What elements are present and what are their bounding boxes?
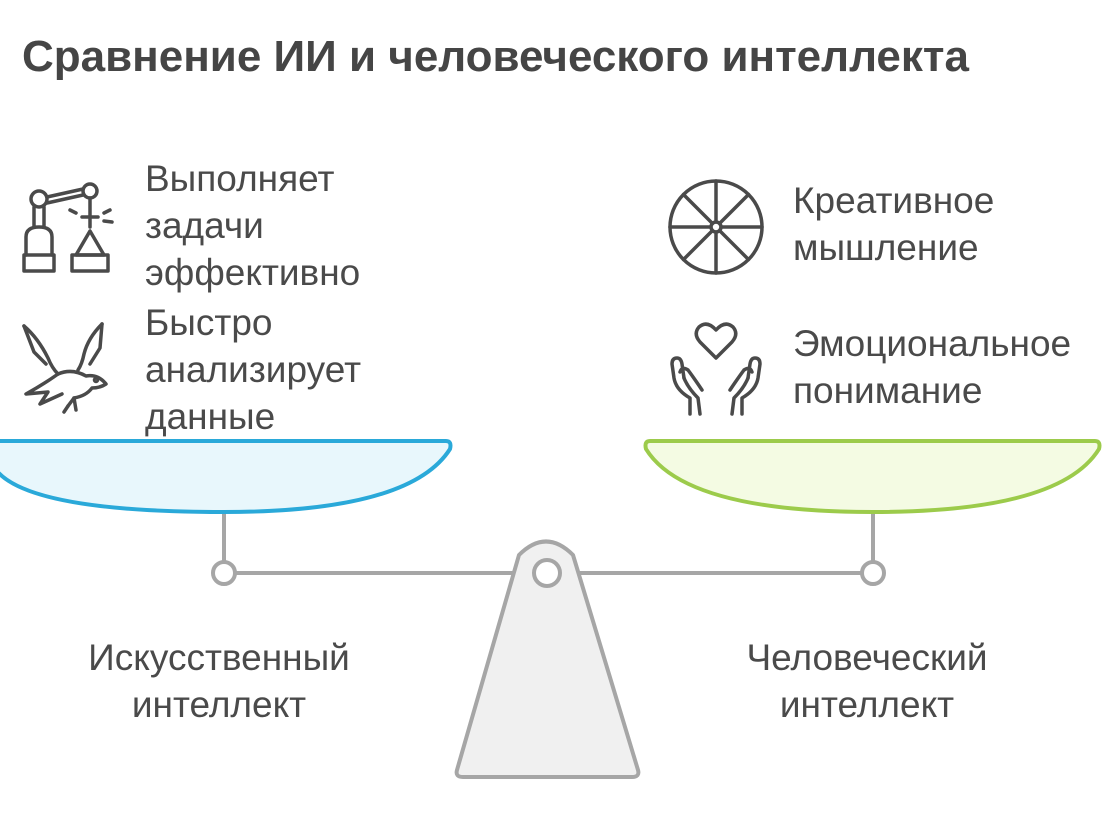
right-side-label-line1: Человеческий	[746, 637, 988, 678]
left-item-1-line1: Выполняет	[145, 158, 335, 199]
left-item-2-text: Быстро анализирует данные	[145, 299, 361, 440]
left-pivot	[211, 560, 237, 586]
left-item-2-line3: данные	[145, 396, 276, 437]
eagle-icon	[22, 322, 108, 414]
right-pivot	[860, 560, 886, 586]
right-item-2-line2: понимание	[793, 370, 983, 411]
left-item-1-line3: эффективно	[145, 252, 361, 293]
right-item-2-line1: Эмоциональное	[793, 323, 1072, 364]
heart-hands-icon	[670, 322, 762, 416]
right-side-label-line2: интеллект	[779, 684, 955, 725]
diagram-title: Сравнение ИИ и человеческого интеллекта	[22, 32, 969, 81]
left-side-label-line2: интеллект	[131, 684, 307, 725]
wheel-icon	[668, 179, 764, 275]
left-item-2-line2: анализирует	[145, 349, 362, 390]
left-item-1-text: Выполняет задачи эффективно	[145, 155, 360, 296]
fulcrum-pivot	[532, 558, 562, 588]
right-scale-pan	[643, 439, 1102, 514]
right-side-label: Человеческий интеллект	[692, 634, 1042, 728]
left-item-1-line2: задачи	[145, 205, 264, 246]
right-item-1-line2: мышление	[793, 227, 979, 268]
left-item-2-line1: Быстро	[145, 302, 273, 343]
left-side-label-line1: Искусственный	[88, 637, 350, 678]
right-item-1-line1: Креативное	[793, 180, 995, 221]
right-item-2-text: Эмоциональное понимание	[793, 320, 1071, 414]
robot-arm-icon	[22, 182, 114, 273]
right-item-1-text: Креативное мышление	[793, 177, 994, 271]
left-scale-pan	[0, 439, 453, 514]
scale-fulcrum	[454, 539, 641, 779]
left-side-label: Искусственный интеллект	[44, 634, 394, 728]
